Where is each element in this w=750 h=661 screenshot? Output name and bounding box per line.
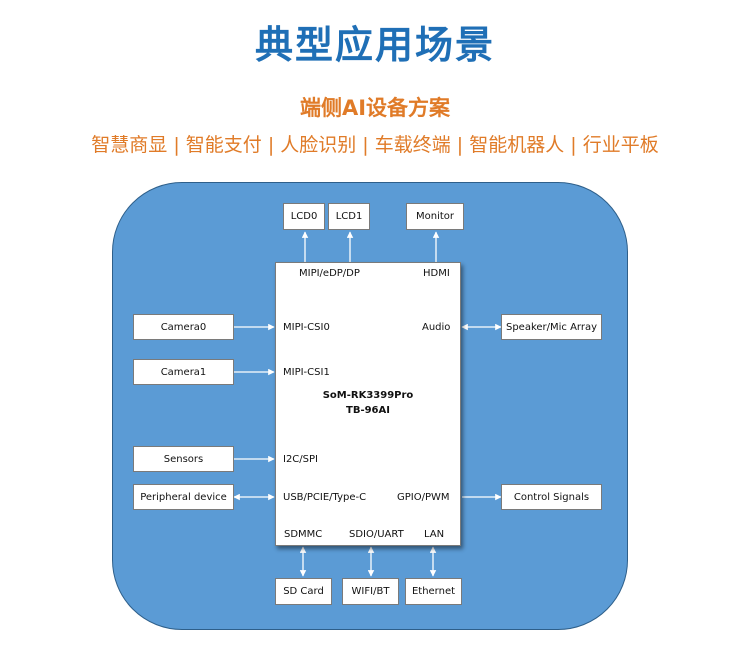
port-audio: Audio	[422, 322, 451, 333]
port-mipi-csi1: MIPI-CSI1	[283, 367, 330, 378]
port-usb-pcie-typec: USB/PCIE/Type-C	[283, 492, 367, 503]
device-wifi-bt: WIFI/BT	[342, 578, 399, 605]
device-sd-card: SD Card	[275, 578, 332, 605]
device-sensors: Sensors	[133, 446, 234, 472]
port-mipi-edp-dp: MIPI/eDP/DP	[299, 268, 360, 279]
chip-name: SoM-RK3399Pro	[322, 390, 414, 401]
device-lcd1: LCD1	[328, 203, 370, 230]
device-speaker-mic-array: Speaker/Mic Array	[501, 314, 602, 340]
port-i2c-spi: I2C/SPI	[283, 454, 318, 465]
device-lcd0: LCD0	[283, 203, 325, 230]
port-mipi-csi0: MIPI-CSI0	[283, 322, 330, 333]
device-monitor: Monitor	[406, 203, 464, 230]
device-peripheral: Peripheral device	[133, 484, 234, 510]
port-lan: LAN	[424, 529, 445, 540]
port-gpio-pwm: GPIO/PWM	[397, 492, 450, 503]
som-chip-block	[275, 262, 461, 546]
port-sdmmc: SDMMC	[284, 529, 323, 540]
port-hdmi: HDMI	[423, 268, 450, 279]
chip-board-name: TB-96AI	[346, 405, 390, 416]
page-title: 典型应用场景	[254, 23, 495, 67]
device-camera1: Camera1	[133, 359, 234, 385]
port-sdio-uart: SDIO/UART	[349, 529, 404, 540]
application-tagline: 智慧商显 | 智能支付 | 人脸识别 | 车载终端 | 智能机器人 | 行业平板	[91, 134, 659, 156]
page-subtitle: 端侧AI设备方案	[299, 96, 451, 120]
device-camera0: Camera0	[133, 314, 234, 340]
device-control-signals: Control Signals	[501, 484, 602, 510]
device-ethernet: Ethernet	[405, 578, 462, 605]
